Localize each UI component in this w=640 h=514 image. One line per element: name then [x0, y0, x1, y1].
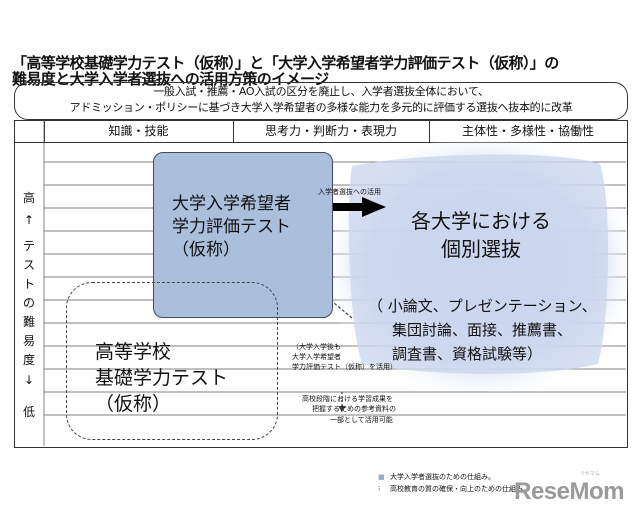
university-test-box: [153, 152, 333, 318]
axis-char: 易: [22, 334, 35, 348]
note1-line1: （大学入学後も: [292, 343, 341, 351]
axis-char: ト: [22, 277, 35, 291]
column-thinking: 思考力・判断力・表現力: [233, 120, 429, 143]
column-divider: [44, 120, 45, 142]
subtitle-line2: アドミッション・ポリシーに基づき大学入学希望者の多様な能力を多元的に評価する選抜…: [69, 101, 573, 114]
legend-blue-symbol: ■: [378, 473, 385, 481]
axis-char: 度: [22, 353, 35, 367]
resemom-logo: ReseMom: [514, 478, 624, 505]
logo-subtext: リセマム: [579, 471, 600, 477]
column-knowledge: 知識・技能: [44, 120, 233, 143]
note1-line3: 学力評価テスト（仮称）を活用）: [292, 363, 397, 371]
axis-char: ス: [22, 258, 35, 272]
subtitle-box: [14, 82, 628, 120]
arrow-label: 入学者選抜への活用: [318, 188, 381, 196]
highschool-test-line3: （仮称）: [95, 393, 172, 415]
highschool-test-line2: 基礎学力テスト: [95, 367, 229, 389]
axis-high: 高: [22, 191, 35, 205]
legend-dashed-symbol: ⁝: [378, 485, 381, 493]
axis-arrow-down: ↓: [23, 373, 35, 387]
axis-low: 低: [22, 405, 35, 419]
page-title-line2: 難易度と大学入学者選抜への活用方策のイメージ: [12, 70, 329, 88]
diagram-frame: [14, 120, 628, 448]
selection-line1: 各大学における: [411, 209, 551, 233]
selection-methods-line1: （ 小論文、プレゼンテーション、: [368, 297, 597, 315]
university-test-line2: 学力評価テスト: [172, 217, 291, 237]
subtitle-line1: 一般入試・推薦・AO入試の区分を廃止し、入学者選抜全体において、: [153, 85, 489, 98]
note1-line2: 大学入学希望者: [292, 353, 341, 361]
column-divider: [429, 120, 430, 142]
column-divider: [233, 120, 234, 142]
note2-line2: 把握するための参考資料の: [312, 405, 396, 413]
university-test-line1: 大学入学希望者: [172, 194, 291, 214]
axis-char: 難: [22, 315, 35, 329]
dotted-arrow-down: [338, 392, 346, 412]
university-test-line3: （仮称）: [172, 240, 240, 260]
column-corner: [14, 120, 44, 143]
selection-line2: 個別選抜: [441, 237, 521, 261]
axis-arrow-up: ↑: [23, 213, 35, 227]
legend-blue-label: 大学入学者選抜のための仕組み。: [390, 473, 495, 481]
highschool-test-box: [66, 282, 278, 440]
note2-line1: 高校段階における学習成果を: [302, 395, 393, 403]
legend-dashed-label: 高校教育の質の確保・向上のための仕組み。: [390, 485, 530, 493]
selection-methods-line2: 集団討論、面接、推薦書、: [392, 321, 573, 339]
note2-line3: 一部として活用可能: [330, 416, 393, 424]
axis-char: の: [22, 296, 35, 310]
selection-glow-fill: [348, 154, 609, 374]
highschool-test-line1: 高等学校: [95, 341, 172, 363]
page-title: 「高等学校基礎学力テスト（仮称）」と「大学入学希望者学力評価テスト（仮称）」の: [12, 54, 559, 72]
axis-char: テ: [22, 239, 35, 253]
selection-methods-line3: 調査書、資格試験等）: [392, 345, 543, 363]
